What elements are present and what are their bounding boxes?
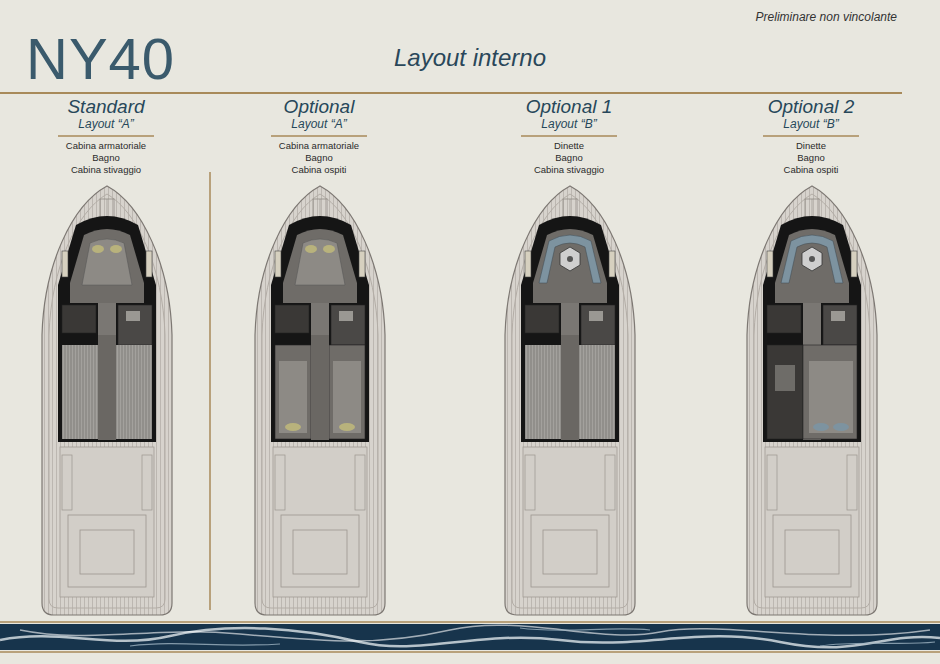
column-heading: Optional 1 xyxy=(526,96,613,118)
boat-plan xyxy=(255,186,385,615)
column-heading: Standard xyxy=(67,96,144,118)
layout-subheading: Layout “A” xyxy=(291,117,346,131)
column-heading: Optional xyxy=(284,96,355,118)
room-item: Cabina ospiti xyxy=(292,164,347,176)
boat-plan xyxy=(747,186,877,615)
room-item: Bagno xyxy=(92,152,119,164)
layout-subheading: Layout “B” xyxy=(783,117,838,131)
divider-line xyxy=(209,172,211,610)
room-item: Cabina stivaggio xyxy=(71,164,141,176)
layout-subheading: Layout “B” xyxy=(541,117,596,131)
boat-plan xyxy=(505,186,635,615)
room-item: Cabina armatoriale xyxy=(279,140,359,152)
room-item: Cabina stivaggio xyxy=(534,164,604,176)
column-heading: Optional 2 xyxy=(768,96,855,118)
room-item: Cabina armatoriale xyxy=(66,140,146,152)
model-name: NY40 xyxy=(26,30,175,88)
subheading-underlines xyxy=(58,135,859,137)
room-item: Bagno xyxy=(305,152,332,164)
room-item: Bagno xyxy=(797,152,824,164)
room-item: Bagno xyxy=(555,152,582,164)
page-title: Layout interno xyxy=(394,44,546,72)
marble-band xyxy=(0,622,940,652)
layout-subheading: Layout “A” xyxy=(78,117,133,131)
room-item: Dinette xyxy=(554,140,584,152)
header-rule xyxy=(0,92,902,94)
room-item: Dinette xyxy=(796,140,826,152)
disclaimer-note: Preliminare non vincolante xyxy=(756,10,897,24)
boat-plan xyxy=(42,186,172,615)
room-item: Cabina ospiti xyxy=(784,164,839,176)
